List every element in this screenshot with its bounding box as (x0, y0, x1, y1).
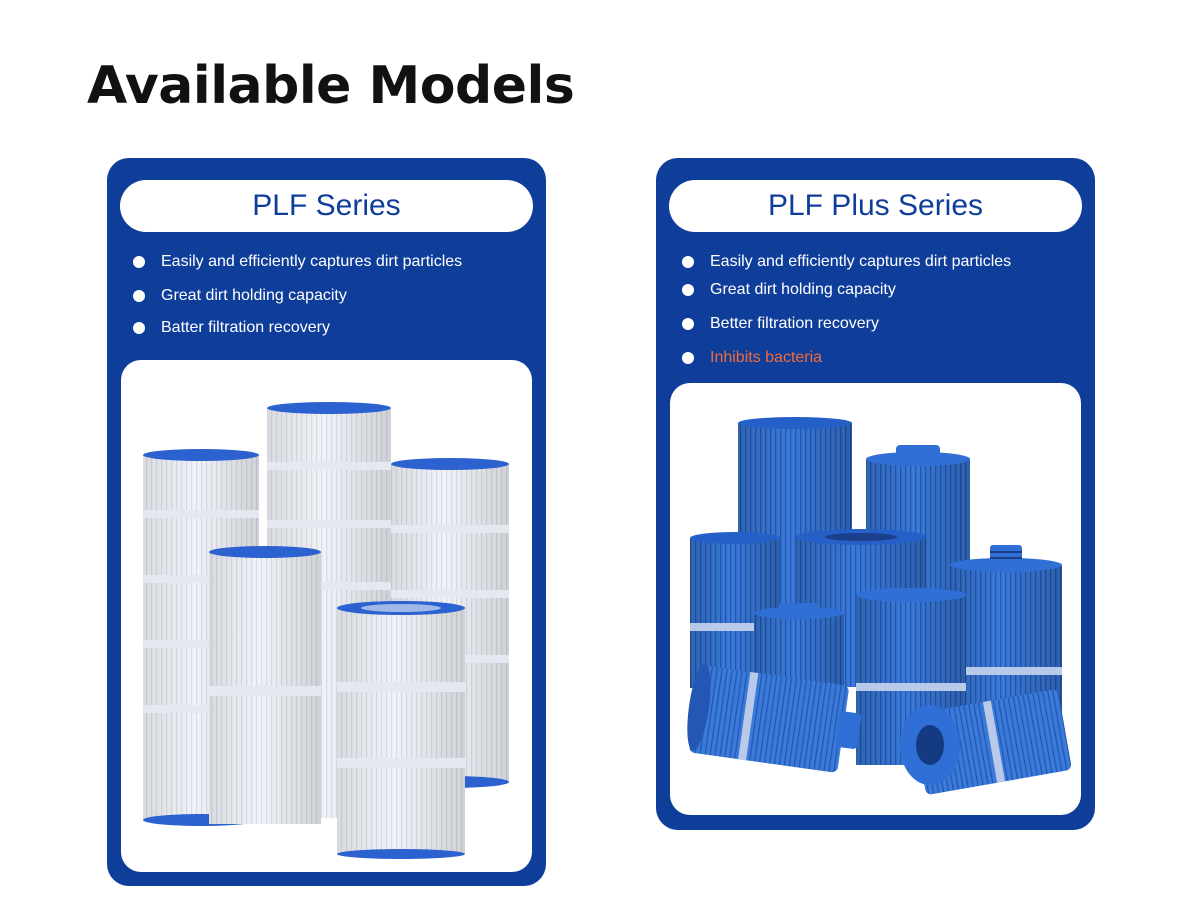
feature-item: Better filtration recovery (682, 313, 1011, 335)
feature-text: Easily and efficiently captures dirt par… (161, 253, 463, 270)
bullet-icon (133, 290, 145, 302)
feature-item: Great dirt holding capacity (133, 285, 462, 307)
plf-series-card: PLF Series Easily and efficiently captur… (107, 158, 546, 886)
page-title: Available Models (87, 56, 575, 116)
series-title-pill: PLF Series (120, 180, 533, 232)
series-title-pill: PLF Plus Series (669, 180, 1082, 232)
bullet-icon (682, 256, 694, 268)
blue-filters-illustration (687, 417, 1072, 795)
feature-text: Great dirt holding capacity (161, 287, 347, 304)
feature-item: Great dirt holding capacity (682, 279, 1011, 301)
feature-list: Easily and efficiently captures dirt par… (682, 250, 1011, 369)
white-filters-illustration (143, 402, 509, 859)
feature-text: Easily and efficiently captures dirt par… (710, 253, 1012, 270)
feature-item: Batter filtration recovery (133, 317, 462, 339)
bullet-icon (682, 352, 694, 364)
bullet-icon (682, 318, 694, 330)
product-image-white-filters (121, 360, 532, 872)
feature-item: Easily and efficiently captures dirt par… (133, 251, 462, 273)
feature-item-highlight: Inhibits bacteria (682, 347, 1011, 369)
feature-text: Batter filtration recovery (161, 319, 330, 336)
bullet-icon (133, 256, 145, 268)
feature-text: Great dirt holding capacity (710, 281, 896, 298)
feature-item: Easily and efficiently captures dirt par… (682, 251, 1011, 273)
bullet-icon (682, 284, 694, 296)
series-title: PLF Series (252, 189, 401, 222)
product-image-blue-filters (670, 383, 1081, 815)
feature-list: Easily and efficiently captures dirt par… (133, 250, 462, 339)
feature-text: Better filtration recovery (710, 315, 879, 332)
plf-plus-series-card: PLF Plus Series Easily and efficiently c… (656, 158, 1095, 830)
bullet-icon (133, 322, 145, 334)
series-title: PLF Plus Series (767, 189, 984, 222)
feature-text: Inhibits bacteria (710, 349, 823, 366)
